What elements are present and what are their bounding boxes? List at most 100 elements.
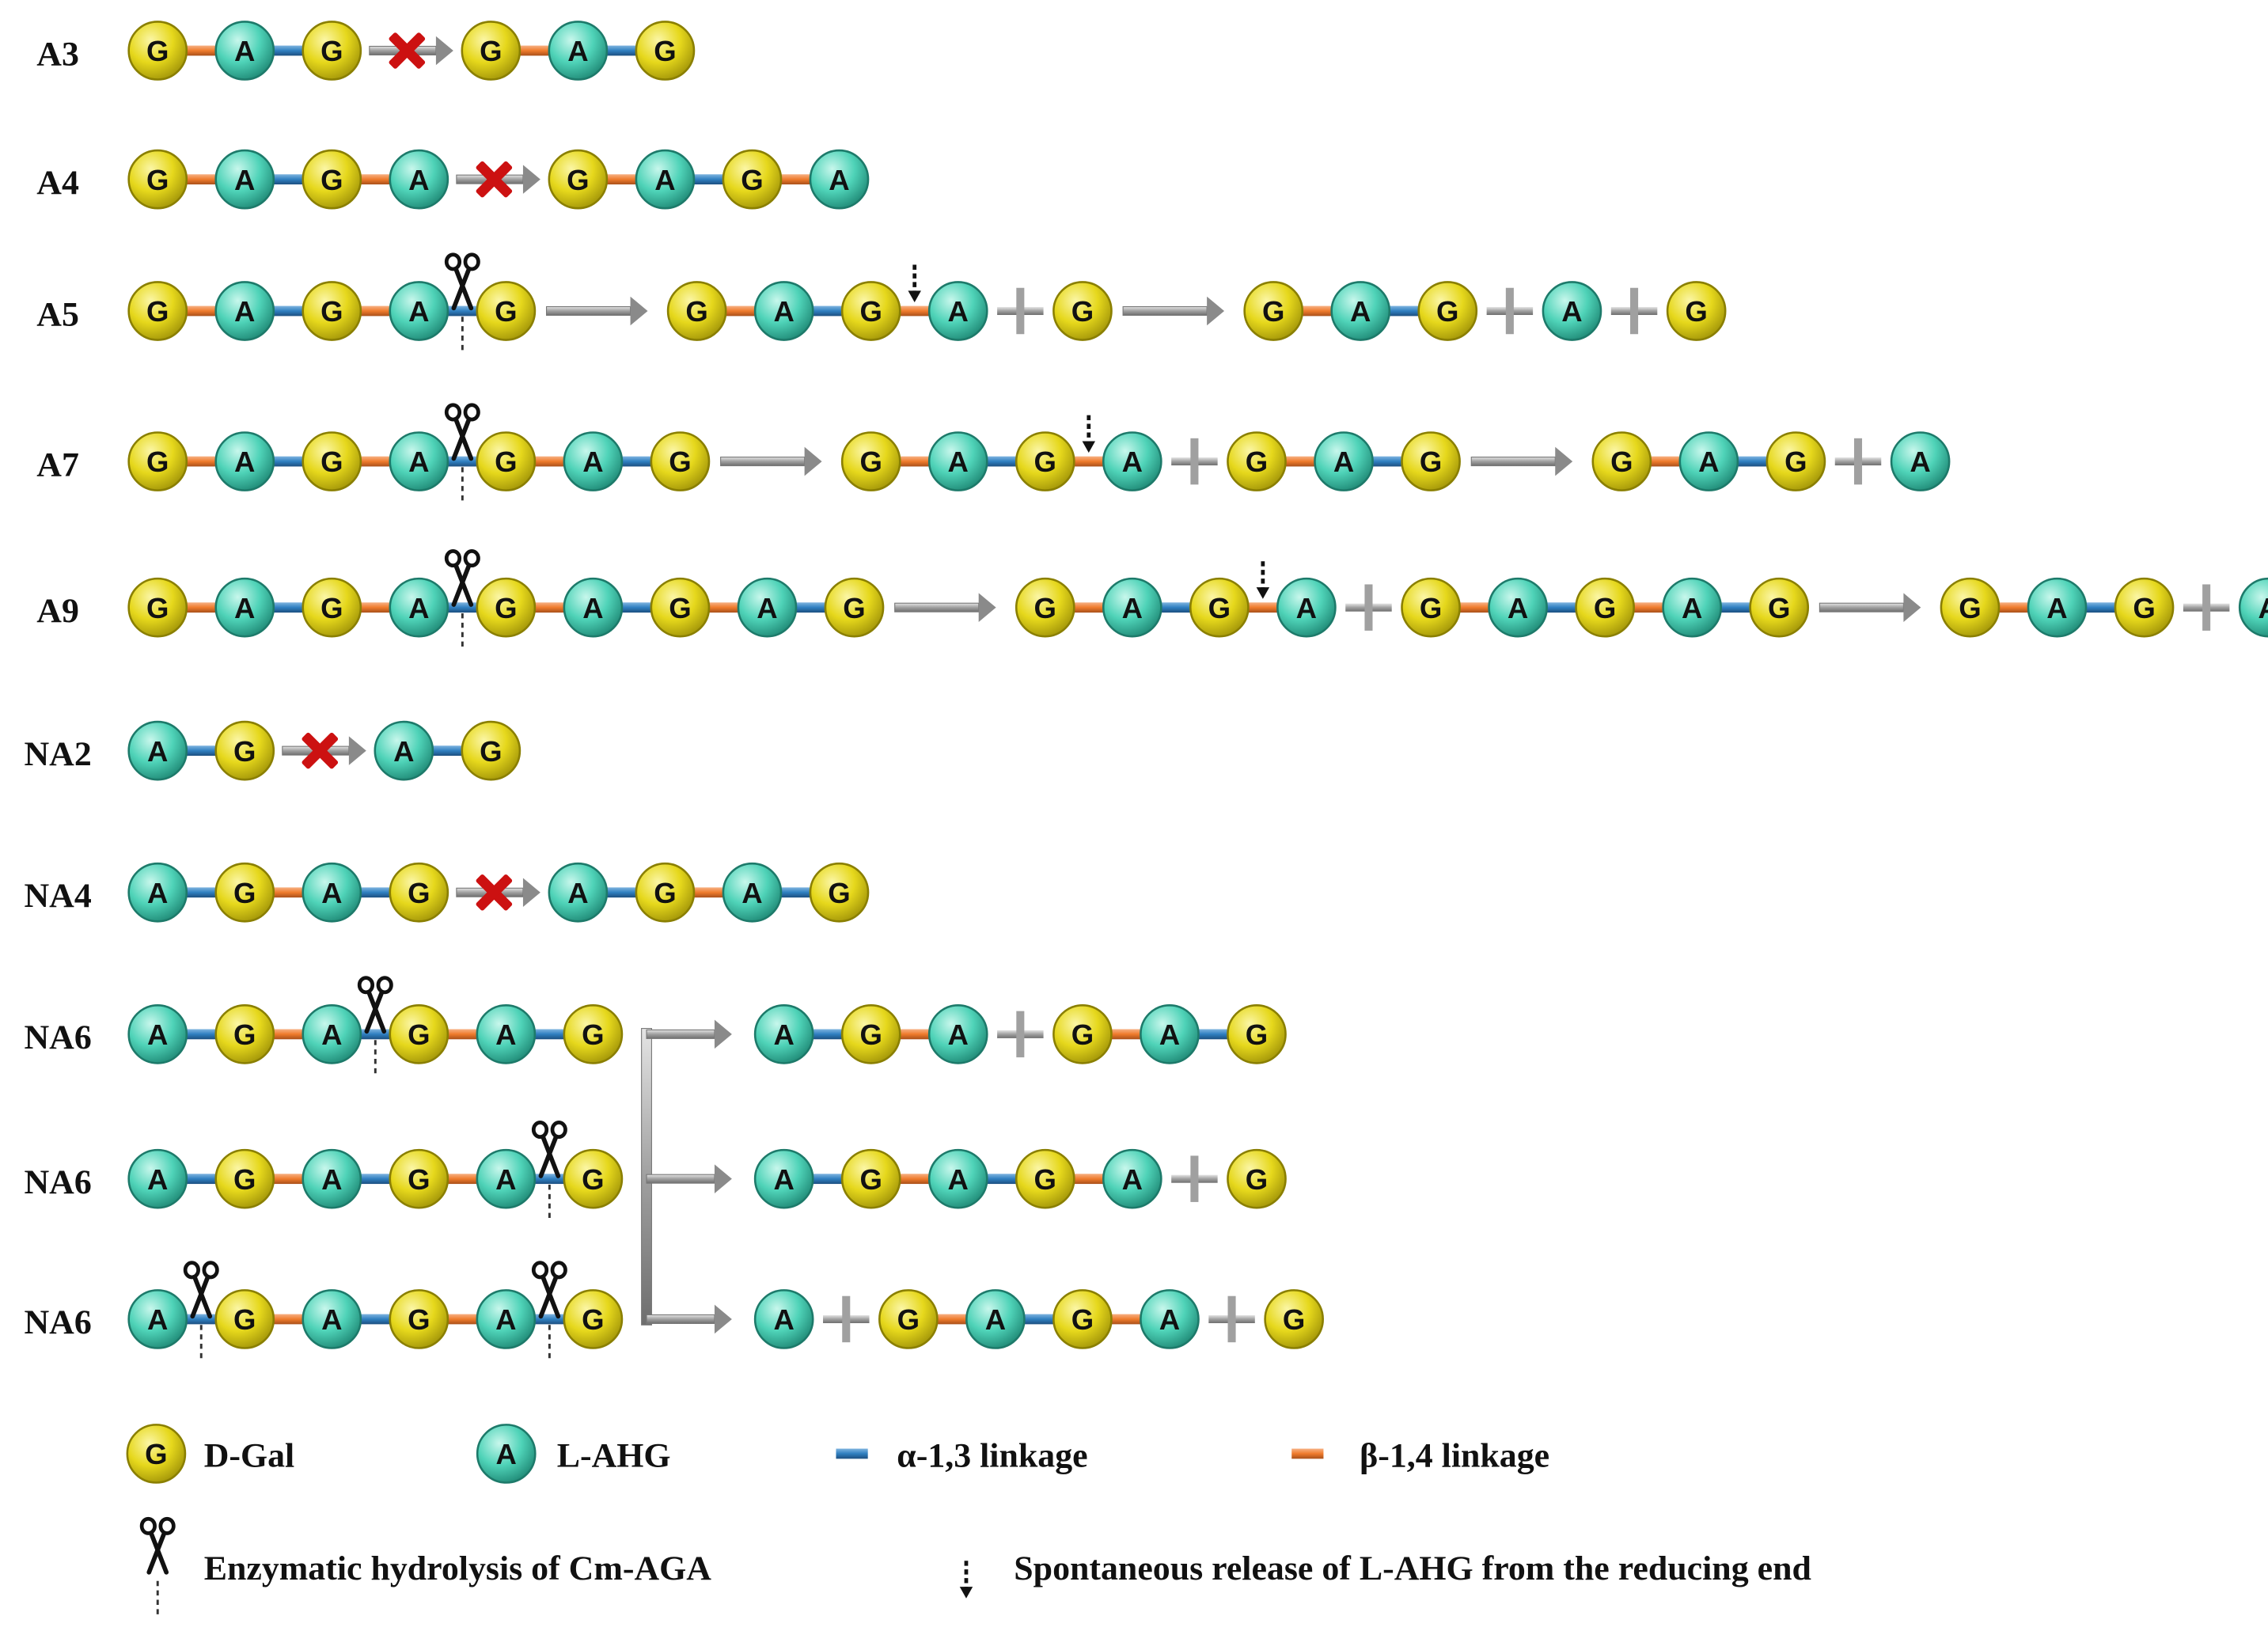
- alpha-1-3-linkage: [812, 1174, 844, 1185]
- l-ahg-unit: A: [563, 431, 624, 491]
- alpha-1-3-linkage: [1197, 1029, 1229, 1040]
- bead-letter: A: [234, 592, 255, 624]
- row-label: NA6: [24, 1018, 91, 1056]
- d-gal-unit: G: [548, 149, 609, 210]
- scissors-blade: [451, 563, 472, 607]
- l-ahg-unit: A: [927, 1004, 988, 1064]
- d-gal-unit: G: [127, 21, 188, 81]
- bead-letter: G: [567, 164, 589, 196]
- alpha-1-3-linkage: [359, 1174, 391, 1185]
- alpha-1-3-linkage: [1720, 602, 1751, 613]
- bead-circle: [1488, 577, 1548, 638]
- oligosaccharide-chain: A: [2238, 577, 2268, 638]
- scissors-icon: [357, 976, 393, 1078]
- bead-letter: G: [1208, 592, 1231, 624]
- bead-letter: G: [408, 1018, 430, 1051]
- bead-letter: A: [321, 1163, 342, 1196]
- bead-letter: A: [234, 164, 255, 196]
- scissors-icon: [444, 252, 480, 355]
- d-gal-unit: G: [476, 577, 537, 638]
- l-ahg-unit: A: [214, 281, 275, 341]
- bead-circle: [126, 1424, 187, 1484]
- scissors-loop: [202, 1261, 219, 1280]
- bead-circle: [548, 862, 609, 923]
- alpha-1-3-linkage: [795, 602, 826, 613]
- d-gal-unit: G: [840, 281, 901, 341]
- alpha-1-3-linkage: [812, 1029, 844, 1040]
- branch-bracket-arrows: [641, 1019, 732, 1334]
- alpha-linkage-swatch: [836, 1448, 868, 1459]
- bead-letter: G: [1071, 1018, 1094, 1051]
- bead-letter: G: [146, 592, 169, 624]
- spontaneous-release-arrow-icon: [908, 264, 921, 303]
- bead-circle: [563, 1004, 624, 1064]
- plus-sign: [1610, 287, 1658, 335]
- bead-circle: [1591, 431, 1652, 491]
- oligosaccharide-chain: G: [1227, 1148, 1287, 1209]
- bead-letter: G: [1420, 446, 1442, 478]
- bead-letter: G: [828, 877, 850, 909]
- bead-letter: A: [948, 1018, 969, 1051]
- bead-circle: [809, 862, 870, 923]
- bead-circle: [302, 431, 362, 491]
- bead-circle: [127, 1289, 188, 1349]
- arrow-head: [435, 36, 453, 66]
- bead-circle: [1227, 1004, 1287, 1064]
- spontaneous-release-arrow-icon: [1256, 561, 1270, 599]
- plus-sign: [1171, 1155, 1218, 1202]
- l-ahg-unit: A: [476, 1148, 537, 1209]
- d-gal-unit: G: [1749, 577, 1810, 638]
- alpha-1-3-linkage: [272, 602, 304, 613]
- row-label: A3: [36, 35, 79, 73]
- d-gal-unit: G: [1015, 431, 1075, 491]
- l-ahg-unit: A: [548, 21, 609, 81]
- beta-1-4-linkage: [359, 174, 391, 185]
- bead-letter: G: [582, 1163, 604, 1196]
- l-ahg-unit: A: [1276, 577, 1337, 638]
- bead-circle: [2114, 577, 2175, 638]
- bead-letter: G: [145, 1438, 167, 1470]
- bead-circle: [563, 1289, 624, 1349]
- bead-letter: A: [829, 164, 849, 196]
- arrow-head: [348, 736, 366, 765]
- d-gal-unit: G: [650, 577, 711, 638]
- bead-circle: [1417, 281, 1478, 341]
- d-gal-unit: G: [1227, 1148, 1287, 1209]
- bead-letter: A: [147, 1163, 168, 1196]
- scissors-blade: [451, 417, 472, 461]
- cross-bar: [302, 732, 339, 769]
- alpha-1-3-linkage: [185, 1174, 217, 1185]
- bead-circle: [753, 1148, 814, 1209]
- bead-circle: [1227, 1148, 1287, 1209]
- alpha-1-3-linkage: [533, 1029, 565, 1040]
- beta-1-4-linkage: [1649, 456, 1681, 467]
- d-gal-unit: G: [840, 1004, 901, 1064]
- l-ahg-unit: A: [389, 149, 449, 210]
- bead-circle: [753, 1289, 814, 1349]
- bead-circle: [1575, 577, 1635, 638]
- d-gal-unit: G: [127, 431, 188, 491]
- row-label: NA4: [24, 877, 91, 915]
- alpha-1-3-linkage: [272, 45, 304, 56]
- bead-circle: [302, 862, 362, 923]
- scissors-icon: [444, 549, 480, 651]
- bead-circle: [753, 281, 814, 341]
- d-gal-unit: G: [461, 720, 521, 781]
- bead-circle: [461, 720, 521, 781]
- l-ahg-unit: A: [753, 1004, 814, 1064]
- scissors-loop: [139, 1516, 157, 1535]
- scissors-icon: [139, 1516, 176, 1619]
- scissors-blade: [538, 1275, 559, 1319]
- bead-circle: [476, 431, 537, 491]
- scissors-icon: [183, 1261, 219, 1363]
- bead-letter: G: [1283, 1303, 1305, 1336]
- bead-circle: [1140, 1004, 1200, 1064]
- oligosaccharide-chain: G: [1264, 1289, 1324, 1349]
